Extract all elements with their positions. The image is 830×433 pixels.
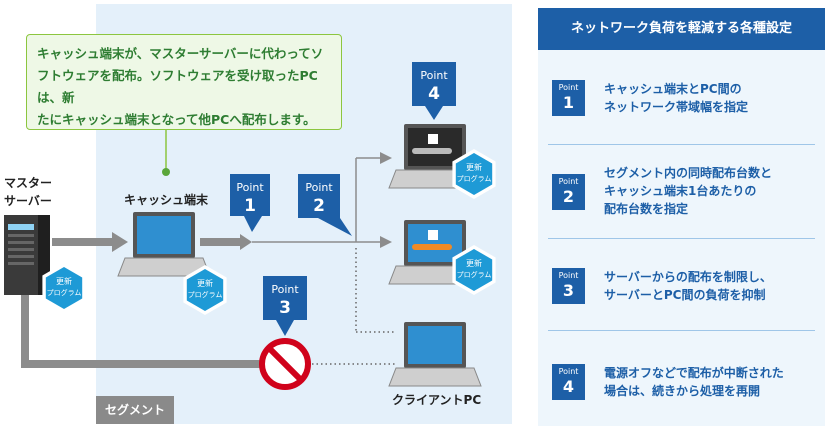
item-line: 配布台数を指定 <box>604 202 689 216</box>
item-line: 場合は、続きから処理を再開 <box>604 384 761 398</box>
item-line: ネットワーク帯域幅を指定 <box>604 100 749 114</box>
panel-item-3-text: サーバーからの配布を制限し、 サーバーとPC間の負荷を抑制 <box>604 268 772 304</box>
item-line: 電源オフなどで配布が中断された <box>604 366 784 380</box>
svg-text:プログラム: プログラム <box>457 270 492 279</box>
dotted-paths <box>312 248 396 365</box>
point-word: Point <box>558 367 579 376</box>
item-line: キャッシュ端末とPC間の <box>604 82 742 96</box>
item-line: サーバーとPC間の負荷を抑制 <box>604 288 766 302</box>
panel-point-3-badge: Point 3 <box>552 268 585 304</box>
settings-panel <box>538 8 825 426</box>
svg-text:更新: 更新 <box>197 278 213 288</box>
client-laptop-icon-bottom <box>388 322 482 387</box>
master-label-line-1: マスター <box>4 176 53 190</box>
panel-item-1-text: キャッシュ端末とPC間の ネットワーク帯域幅を指定 <box>604 80 748 116</box>
diagram-point-1: Point 1 <box>230 174 270 232</box>
update-badge-client-middle: 更新 プログラム <box>452 245 496 295</box>
description-callout: キャッシュ端末が、マスターサーバーに代わってソ フトウェアを配布。ソフトウェアを… <box>26 34 342 130</box>
cache-terminal-label: キャッシュ端末 <box>124 193 209 207</box>
callout-line-2: フトウェアを配布。ソフトウェアを受け取ったPCは、新 <box>37 68 318 105</box>
point-word: Point <box>558 177 579 186</box>
item-line: キャッシュ端末1台あたりの <box>604 184 757 198</box>
update-badge-cache: 更新 プログラム <box>183 265 227 315</box>
item-line: セグメント内の同時配布台数と <box>604 166 773 180</box>
svg-text:3: 3 <box>279 298 291 318</box>
segment-label: セグメント <box>96 396 174 424</box>
update-badge-server: 更新 プログラム <box>42 263 86 313</box>
point-word: Point <box>558 83 579 92</box>
master-label-line-2: サーバー <box>4 194 52 208</box>
diagram-point-2: Point 2 <box>298 174 352 236</box>
diagram-point-3: Point 3 <box>263 276 307 336</box>
row-divider <box>548 238 815 239</box>
svg-text:更新: 更新 <box>56 276 72 286</box>
row-divider <box>548 144 815 145</box>
svg-text:Point: Point <box>305 181 333 194</box>
svg-text:Point: Point <box>271 283 299 296</box>
svg-text:2: 2 <box>313 196 325 216</box>
client-laptop-icon-top <box>388 124 482 189</box>
distribution-arrows <box>21 152 392 368</box>
update-badge-client-top: 更新 プログラム <box>452 149 496 199</box>
master-server-label: マスター サーバー <box>4 174 52 210</box>
callout-line-3: たにキャッシュ端末となって他PCへ配布します。 <box>37 112 316 127</box>
row-divider <box>548 330 815 331</box>
callout-dot <box>162 168 170 176</box>
svg-text:4: 4 <box>428 84 440 104</box>
panel-item-4-text: 電源オフなどで配布が中断された 場合は、続きから処理を再開 <box>604 364 784 400</box>
point-number: 2 <box>562 187 575 206</box>
svg-text:1: 1 <box>244 196 256 216</box>
point-number: 4 <box>562 377 575 396</box>
panel-point-4-badge: Point 4 <box>552 364 585 400</box>
point-number: 3 <box>562 281 575 300</box>
client-laptop-icon-middle <box>388 220 482 285</box>
item-line: サーバーからの配布を制限し、 <box>604 270 772 284</box>
settings-panel-title: ネットワーク負荷を軽減する各種設定 <box>538 8 825 50</box>
point-word: Point <box>558 271 579 280</box>
svg-text:Point: Point <box>420 69 448 82</box>
svg-text:更新: 更新 <box>466 162 482 172</box>
callout-line-1: キャッシュ端末が、マスターサーバーに代わってソ <box>37 46 324 61</box>
panel-item-2-text: セグメント内の同時配布台数と キャッシュ端末1台あたりの 配布台数を指定 <box>604 164 772 218</box>
client-pc-label: クライアントPC <box>392 393 482 407</box>
stop-icon <box>259 338 311 390</box>
diagram-point-4: Point 4 <box>412 62 456 120</box>
panel-point-2-badge: Point 2 <box>552 174 585 210</box>
svg-text:プログラム: プログラム <box>188 290 223 299</box>
svg-text:プログラム: プログラム <box>457 174 492 183</box>
panel-point-1-badge: Point 1 <box>552 80 585 116</box>
cache-terminal-laptop-icon <box>117 212 211 277</box>
svg-text:更新: 更新 <box>466 258 482 268</box>
point-number: 1 <box>562 93 575 112</box>
svg-text:Point: Point <box>236 181 264 194</box>
svg-text:プログラム: プログラム <box>47 288 82 297</box>
